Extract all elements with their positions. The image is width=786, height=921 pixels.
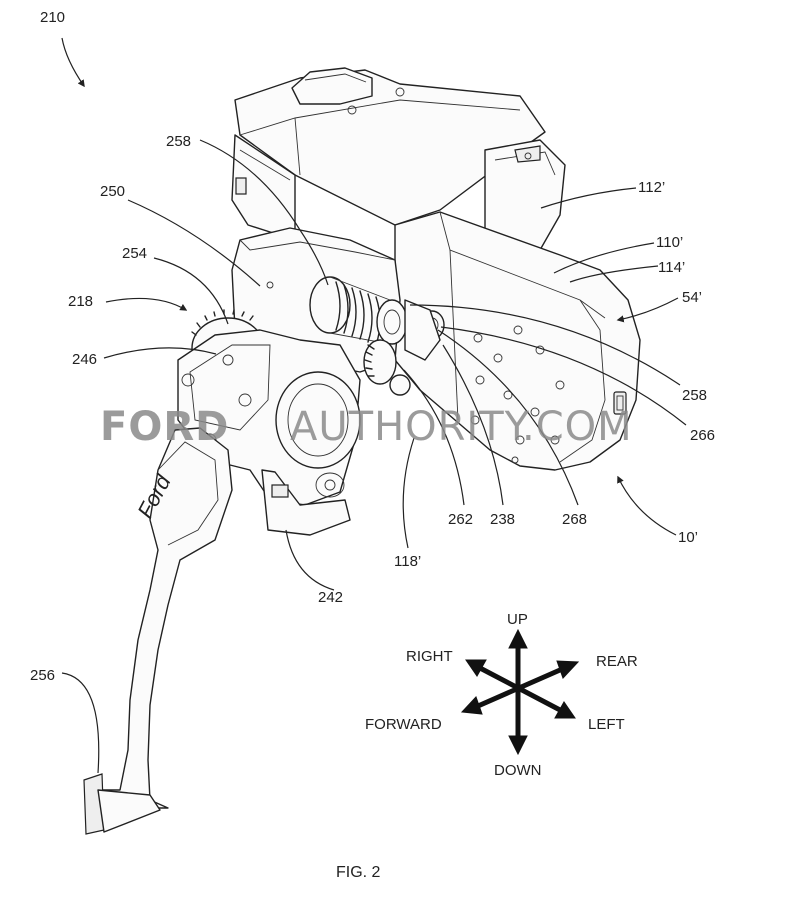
ref-10: 10’ xyxy=(678,529,698,546)
ref-258-upper: 258 xyxy=(166,133,191,150)
direction-up: UP xyxy=(507,611,528,628)
gear-262 xyxy=(364,340,396,384)
direction-forward: FORWARD xyxy=(365,716,442,733)
direction-compass: UP DOWN RIGHT REAR FORWARD LEFT xyxy=(365,611,638,779)
direction-left: LEFT xyxy=(588,716,625,733)
ref-246: 246 xyxy=(72,351,97,368)
ref-266: 266 xyxy=(690,427,715,444)
direction-rear: REAR xyxy=(596,653,638,670)
ref-268: 268 xyxy=(562,511,587,528)
pedal-actuator: Ford xyxy=(84,310,360,834)
ref-54: 54’ xyxy=(682,289,702,306)
ref-238: 238 xyxy=(490,511,515,528)
ref-254: 254 xyxy=(122,245,147,262)
watermark: FORD AUTHORITY.COM xyxy=(100,404,633,450)
ref-110: 110’ xyxy=(656,234,683,251)
watermark-brand: FORD xyxy=(100,404,229,450)
ref-112: 112’ xyxy=(638,179,665,196)
ref-218: 218 xyxy=(68,293,93,310)
ref-256: 256 xyxy=(30,667,55,684)
direction-right: RIGHT xyxy=(406,648,453,665)
ref-118: 118’ xyxy=(394,553,421,570)
figure-caption: FIG. 2 xyxy=(336,864,381,881)
ref-250: 250 xyxy=(100,183,125,200)
ref-258-lower: 258 xyxy=(682,387,707,404)
ref-114: 114’ xyxy=(658,259,685,276)
direction-down: DOWN xyxy=(494,762,542,779)
ref-210: 210 xyxy=(40,9,65,26)
watermark-rest: AUTHORITY.COM xyxy=(290,404,633,450)
ref-262: 262 xyxy=(448,511,473,528)
ref-242: 242 xyxy=(318,589,343,606)
